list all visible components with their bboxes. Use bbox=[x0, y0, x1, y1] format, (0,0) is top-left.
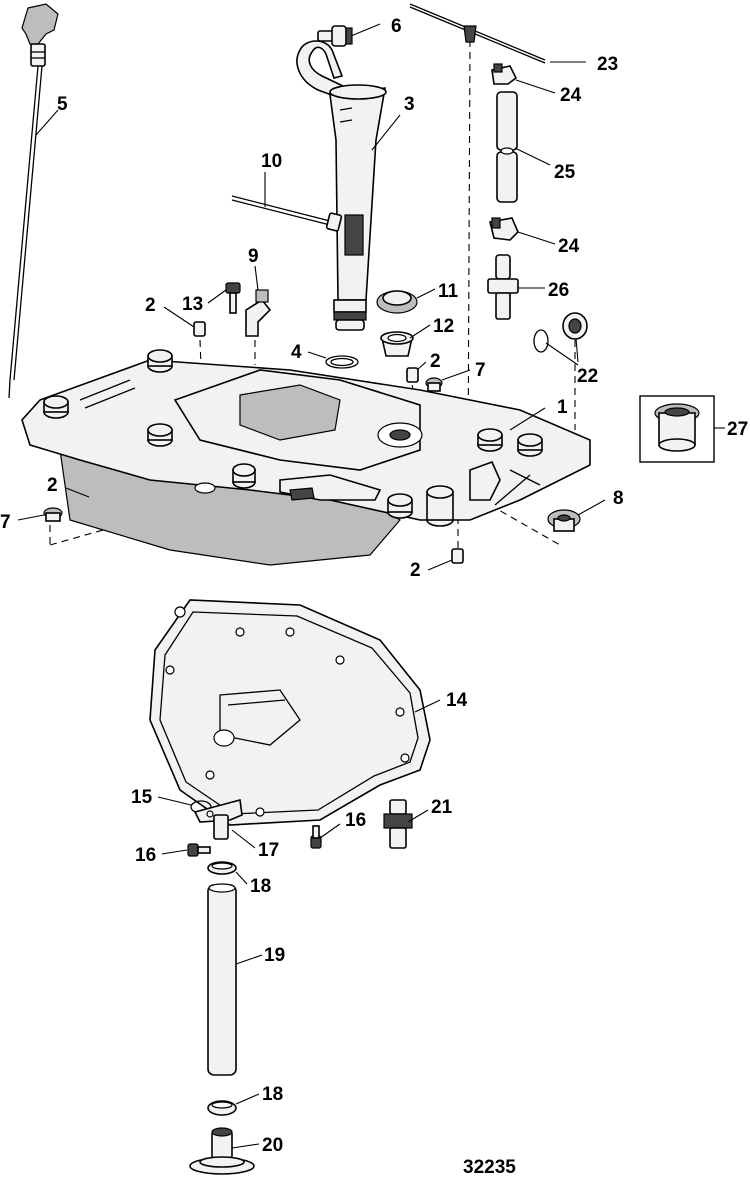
callout-7a: 7 bbox=[475, 360, 486, 381]
part-o-ring-4 bbox=[325, 355, 359, 369]
callout-22: 22 bbox=[577, 366, 598, 387]
callout-19: 19 bbox=[264, 945, 285, 966]
part-dowel-pin bbox=[451, 548, 464, 564]
part-screw-16 bbox=[310, 825, 322, 849]
callout-20: 20 bbox=[262, 1135, 283, 1156]
callout-2c: 2 bbox=[47, 475, 58, 496]
callout-24a: 24 bbox=[560, 85, 582, 106]
callout-12: 12 bbox=[433, 316, 454, 337]
callout-4: 4 bbox=[291, 342, 302, 363]
callout-2d: 2 bbox=[410, 560, 421, 581]
callout-17: 17 bbox=[258, 840, 279, 861]
part-screw-16 bbox=[187, 843, 211, 857]
part-bracket-17 bbox=[193, 798, 243, 840]
callout-27: 27 bbox=[727, 419, 748, 440]
callout-2a: 2 bbox=[145, 295, 156, 316]
callout-labels: 5 6 3 10 23 24 25 24 26 11 12 4 22 9 13 … bbox=[0, 16, 748, 1156]
callout-25: 25 bbox=[554, 162, 576, 183]
part-water-tube-19 bbox=[207, 883, 237, 1076]
figure-number: 32235 bbox=[463, 1157, 516, 1178]
part-plug-8 bbox=[547, 509, 581, 532]
callout-1: 1 bbox=[557, 397, 568, 418]
part-dowel-pin bbox=[406, 367, 419, 383]
callout-5: 5 bbox=[57, 94, 68, 115]
part-long-bolt-10 bbox=[231, 195, 343, 232]
part-hose-clamp-upper bbox=[491, 63, 518, 85]
callout-23: 23 bbox=[597, 54, 618, 75]
part-hose-clamp-lower bbox=[489, 217, 519, 241]
callout-6: 6 bbox=[391, 16, 402, 37]
part-dipstick bbox=[8, 3, 59, 399]
callout-21: 21 bbox=[431, 797, 453, 818]
callout-24b: 24 bbox=[558, 236, 580, 257]
callout-7b: 7 bbox=[0, 512, 11, 533]
part-seal-18-lower bbox=[207, 1100, 237, 1116]
callout-18a: 18 bbox=[250, 876, 271, 897]
callout-2b: 2 bbox=[430, 351, 441, 372]
callout-18b: 18 bbox=[262, 1084, 283, 1105]
leader-lines bbox=[17, 23, 725, 1149]
part-adapter-plate bbox=[21, 349, 591, 566]
part-fitting-21 bbox=[383, 799, 413, 849]
part-hose-fitting bbox=[487, 254, 519, 320]
part-seal-18-upper bbox=[207, 861, 237, 875]
part-plug-7 bbox=[425, 377, 443, 392]
callout-16a: 16 bbox=[135, 845, 156, 866]
part-dowel-pin bbox=[193, 321, 206, 337]
inset-box-27 bbox=[639, 395, 715, 463]
callout-10: 10 bbox=[261, 151, 282, 172]
part-cable-tie bbox=[409, 3, 546, 64]
callout-16b: 16 bbox=[345, 810, 366, 831]
part-bolt-6 bbox=[317, 25, 353, 47]
callout-8: 8 bbox=[613, 488, 624, 509]
part-grommet-12 bbox=[380, 331, 414, 357]
callout-9: 9 bbox=[248, 246, 259, 267]
part-elbow-9 bbox=[245, 289, 272, 337]
callout-15: 15 bbox=[131, 787, 153, 808]
part-hose bbox=[496, 91, 518, 203]
callout-3: 3 bbox=[404, 94, 415, 115]
part-plug-7 bbox=[43, 507, 63, 522]
part-gasket bbox=[149, 599, 431, 826]
part-seal-11 bbox=[376, 290, 418, 314]
callout-13: 13 bbox=[182, 294, 203, 315]
part-screw-13 bbox=[225, 282, 241, 314]
callout-14: 14 bbox=[446, 690, 468, 711]
callout-26: 26 bbox=[548, 280, 569, 301]
part-grommet-20 bbox=[189, 1127, 255, 1175]
callout-11: 11 bbox=[438, 281, 459, 302]
part-dipstick-tube bbox=[296, 40, 387, 331]
part-plug-22 bbox=[533, 312, 588, 353]
